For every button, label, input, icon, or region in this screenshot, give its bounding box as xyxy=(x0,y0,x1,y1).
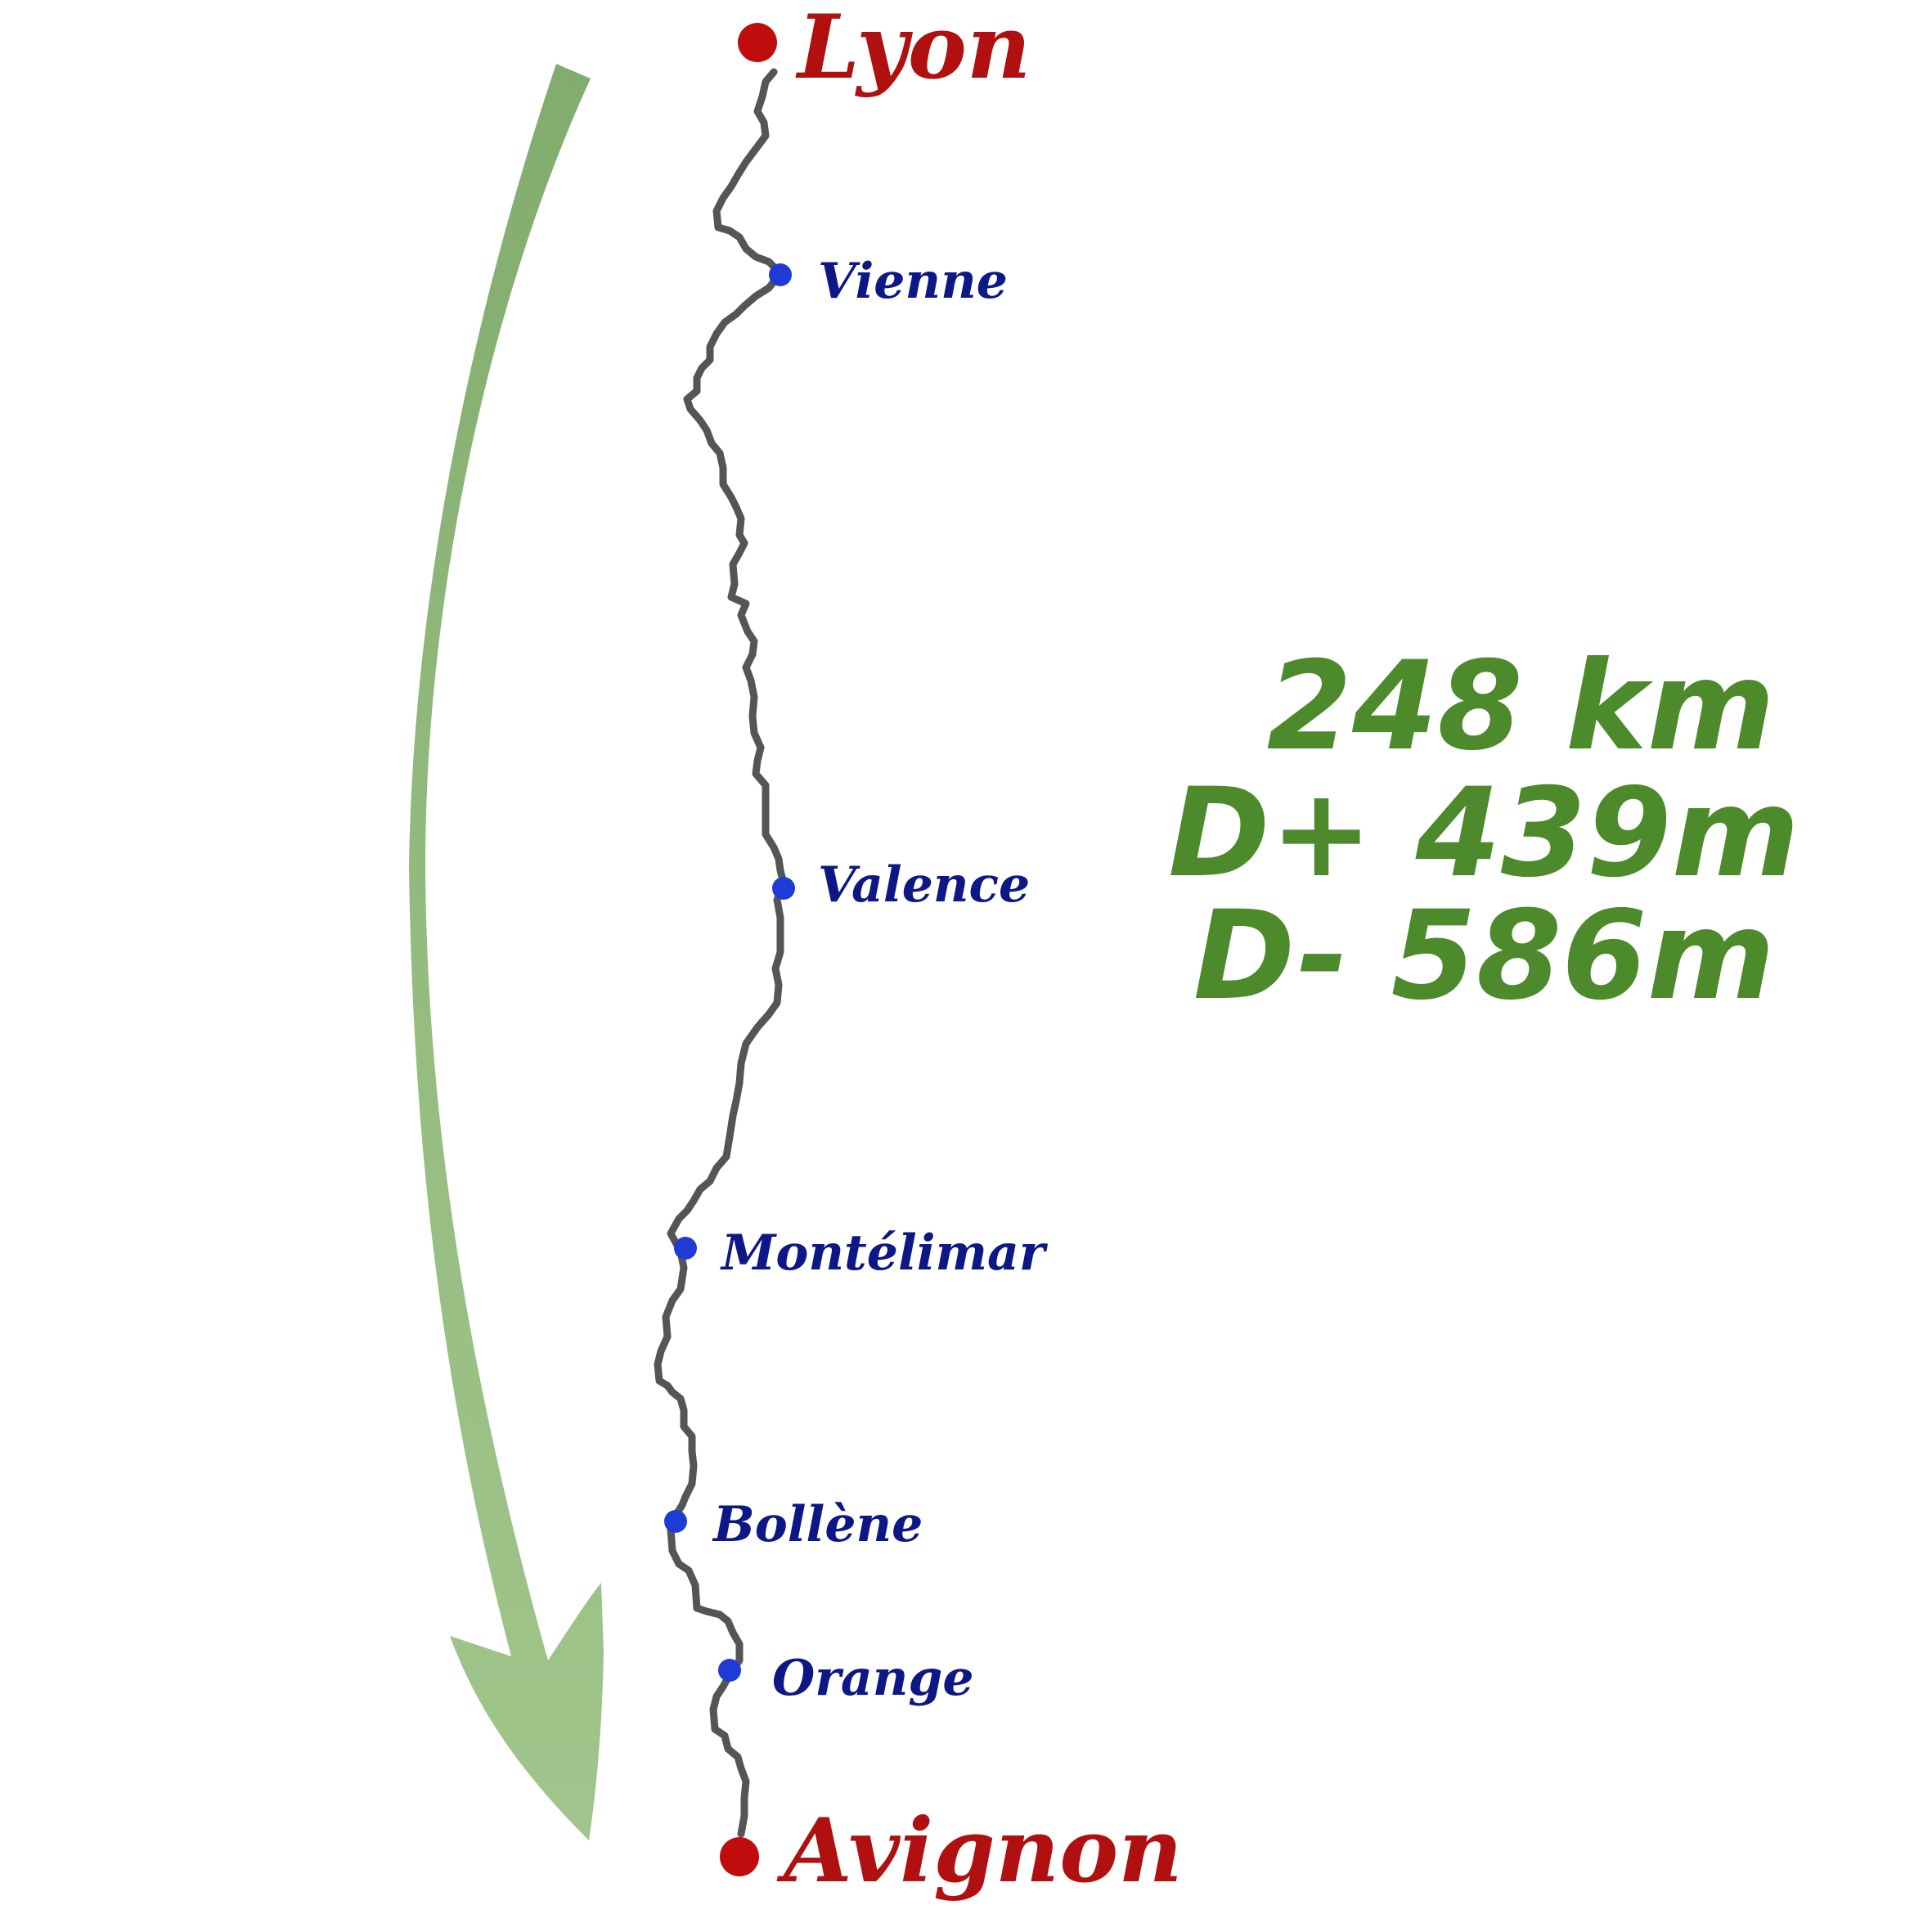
waypoint-label-valence: Valence xyxy=(818,856,1030,914)
red-dot-icon xyxy=(738,23,777,62)
waypoint-label-montelimar: Montélimar xyxy=(720,1224,1049,1282)
route-stats: 248 km D+ 439m D- 586m xyxy=(1168,636,1799,1027)
blue-dot-icon xyxy=(674,1237,697,1260)
curved-arrow-down-icon xyxy=(409,64,604,1840)
waypoint-label-bollene: Bollène xyxy=(712,1496,923,1553)
blue-dot-icon xyxy=(718,1659,741,1682)
blue-dot-icon xyxy=(769,263,792,286)
elevation-gain-stat: D+ 439m xyxy=(1168,762,1799,905)
waypoint-label-vienne: Vienne xyxy=(818,253,1008,310)
blue-dot-icon xyxy=(772,877,795,900)
end-city-label: Avignon xyxy=(776,1799,1183,1903)
distance-stat: 248 km xyxy=(1267,636,1775,778)
route-line xyxy=(654,68,788,1838)
elevation-loss-stat: D- 586m xyxy=(1193,885,1775,1027)
start-city-label: Lyon xyxy=(795,0,1031,99)
red-dot-icon xyxy=(720,1837,759,1876)
blue-dot-icon xyxy=(664,1510,687,1533)
waypoint-label-orange: Orange xyxy=(772,1650,974,1707)
direction-arrow xyxy=(409,64,604,1840)
